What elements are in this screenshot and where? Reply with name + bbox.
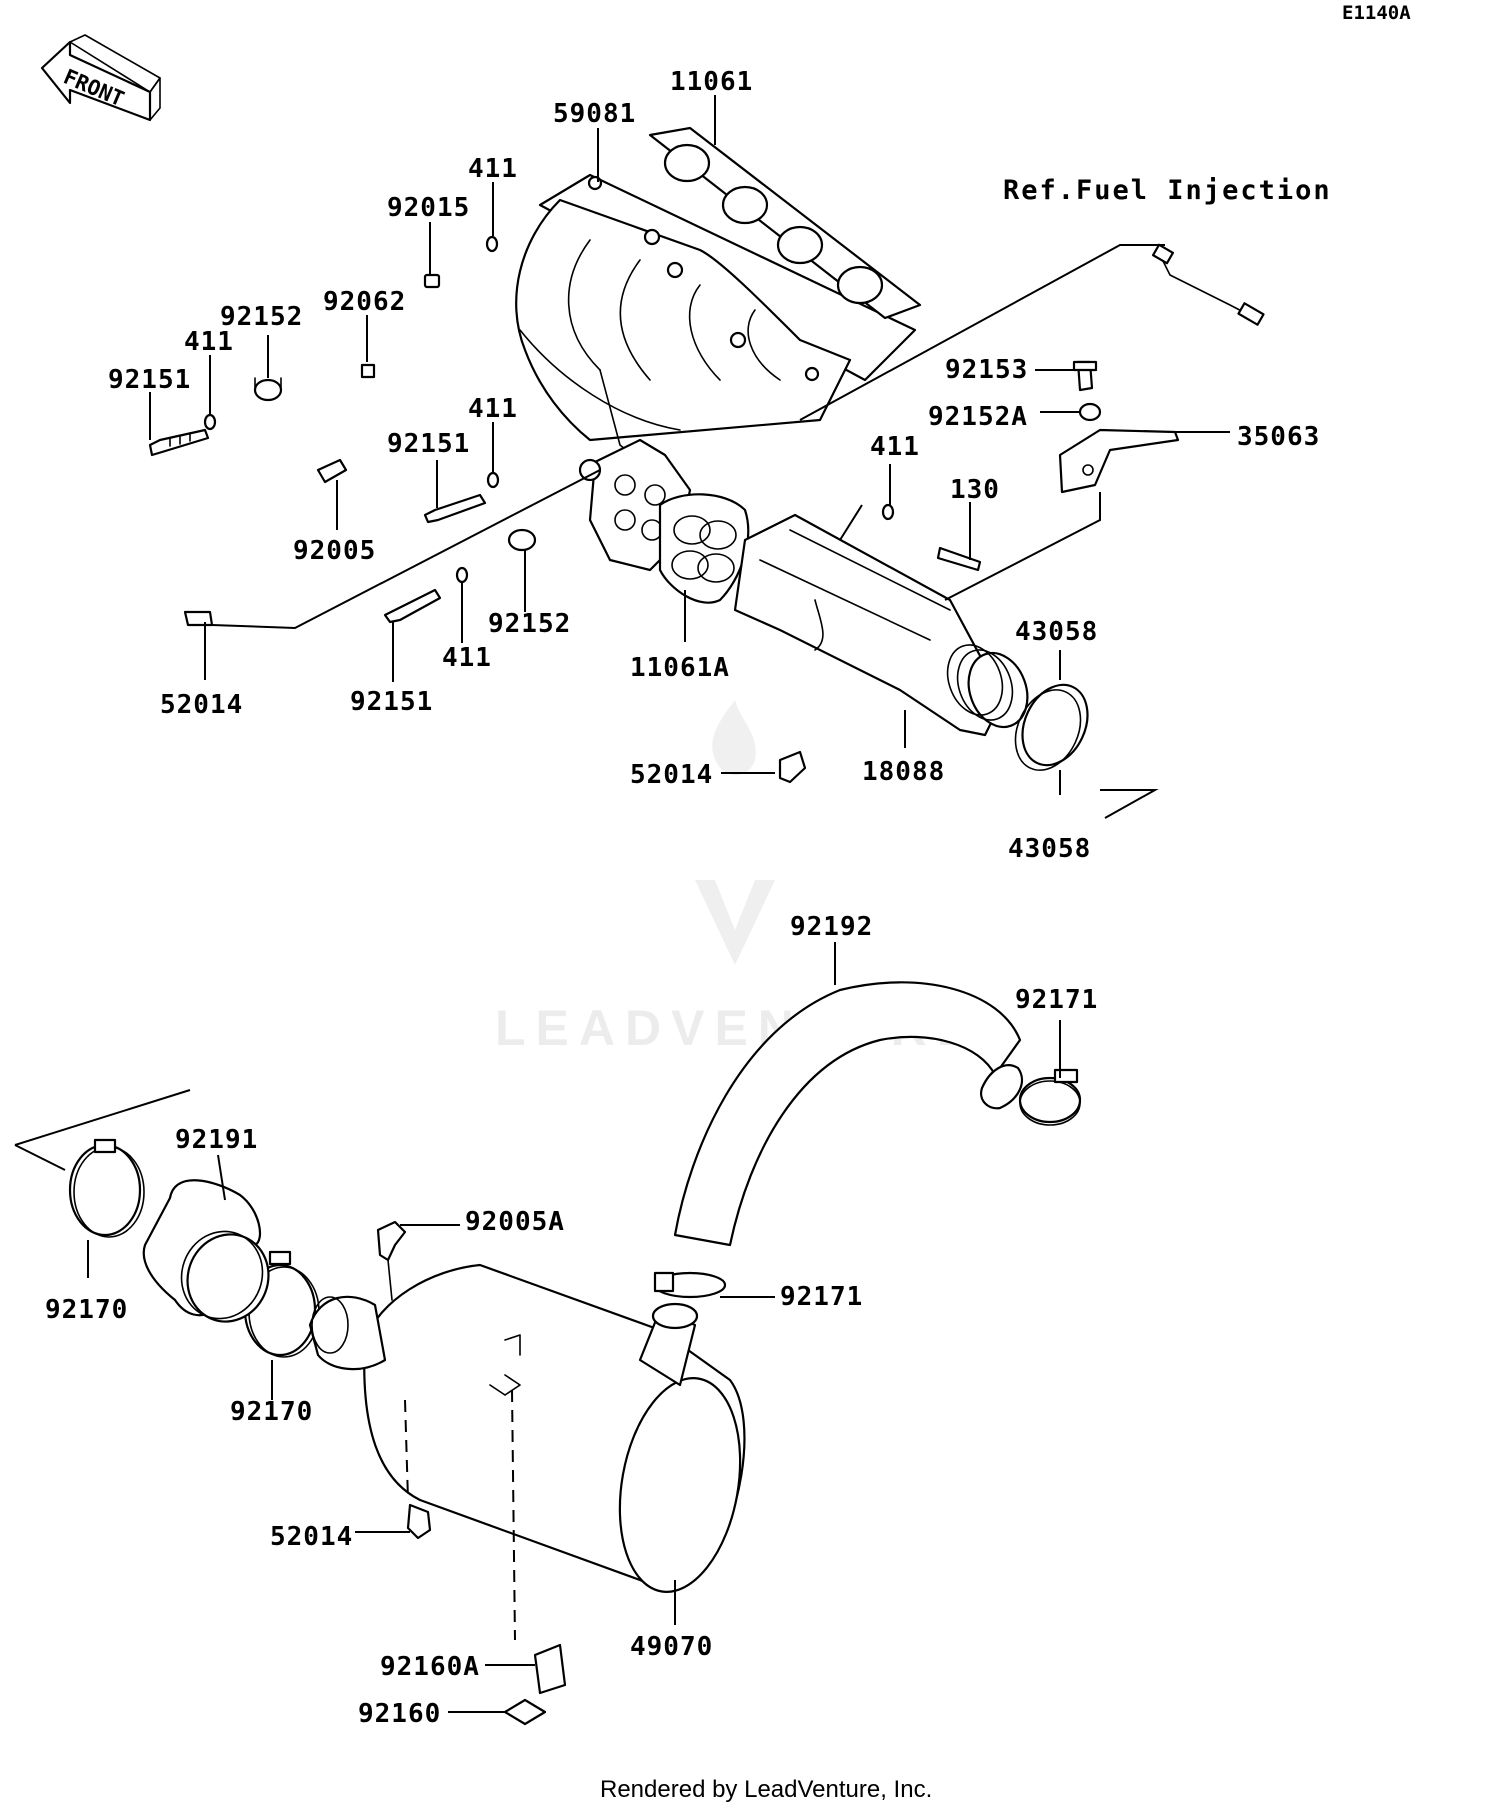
muffler — [308, 1220, 746, 1641]
callout-label: 92152 — [488, 609, 571, 639]
callout-label: 92151 — [108, 365, 191, 395]
callout-label: 411 — [468, 394, 518, 424]
exhaust-gasket — [648, 126, 922, 320]
reference-note: Ref.Fuel Injection — [1003, 175, 1332, 206]
callout-label: 11061 — [670, 67, 753, 97]
hose-clamp — [68, 1138, 145, 1238]
callout-label: 18088 — [862, 757, 945, 787]
washer — [203, 235, 895, 584]
callout-label: 411 — [870, 432, 920, 462]
exhaust-flange — [578, 438, 750, 604]
callout-label: 92160A — [380, 1652, 480, 1682]
callout-label: 411 — [442, 643, 492, 673]
callout-label: 49070 — [630, 1632, 713, 1662]
decal — [503, 1698, 547, 1726]
diagram-code: E1140A — [1342, 2, 1411, 24]
bolt — [383, 588, 442, 624]
callout-label: 411 — [184, 327, 234, 357]
spacer — [1078, 402, 1102, 422]
callout-label: 92170 — [230, 1397, 313, 1427]
callout-label: 11061A — [630, 653, 730, 683]
callout-label: 92005 — [293, 536, 376, 566]
bolt — [1072, 360, 1098, 392]
callout-label: 92005A — [465, 1207, 565, 1237]
callout-label: 43058 — [1015, 617, 1098, 647]
hose-clamp — [653, 1271, 727, 1299]
bolt — [936, 546, 982, 572]
sensor-wire — [1151, 243, 1265, 326]
bolt — [148, 428, 210, 457]
callout-label: 92062 — [323, 287, 406, 317]
callout-label: 52014 — [160, 690, 243, 720]
callout-label: 92171 — [1015, 985, 1098, 1015]
seal-rings — [1014, 683, 1089, 771]
callout-labels: 11061 59081 411 92015 92152 92062 411 92… — [45, 67, 1320, 1729]
front-arrow-icon: FRONT — [40, 34, 161, 122]
callout-label: 92151 — [350, 687, 433, 717]
hose-clamp — [1018, 1068, 1082, 1126]
hose-sleeve — [142, 1179, 270, 1323]
nut — [423, 273, 441, 289]
callout-label: 92151 — [387, 429, 470, 459]
bracket — [1058, 428, 1180, 494]
callout-label: 43058 — [1008, 834, 1091, 864]
callout-label: 92152A — [928, 402, 1028, 432]
fitting — [778, 750, 807, 784]
callout-label: 92191 — [175, 1125, 258, 1155]
cooling-hose — [673, 981, 1024, 1247]
callout-label: 59081 — [553, 99, 636, 129]
callout-label: 92015 — [387, 193, 470, 223]
spacer — [253, 377, 283, 402]
exhaust-manifold — [515, 173, 917, 471]
callout-label: 92192 — [790, 912, 873, 942]
fitting — [316, 458, 348, 484]
callout-label: 52014 — [270, 1522, 353, 1552]
leader-lines — [14, 95, 1230, 1713]
bolt — [423, 493, 487, 524]
callout-label: 92171 — [780, 1282, 863, 1312]
credit-line: Rendered by LeadVenture, Inc. — [600, 1776, 932, 1803]
callout-label: 130 — [950, 475, 1000, 505]
fitting — [183, 610, 214, 627]
callout-label: 92152 — [220, 302, 303, 332]
callout-label: 52014 — [630, 760, 713, 790]
callout-label: 92160 — [358, 1699, 441, 1729]
stud — [360, 363, 376, 379]
callout-label: 411 — [468, 154, 518, 184]
decal — [533, 1643, 567, 1695]
exhaust-pipe — [733, 513, 1029, 737]
callout-label: 92153 — [945, 355, 1028, 385]
callout-label: 35063 — [1237, 422, 1320, 452]
callout-label: 92170 — [45, 1295, 128, 1325]
spacer — [507, 528, 537, 552]
